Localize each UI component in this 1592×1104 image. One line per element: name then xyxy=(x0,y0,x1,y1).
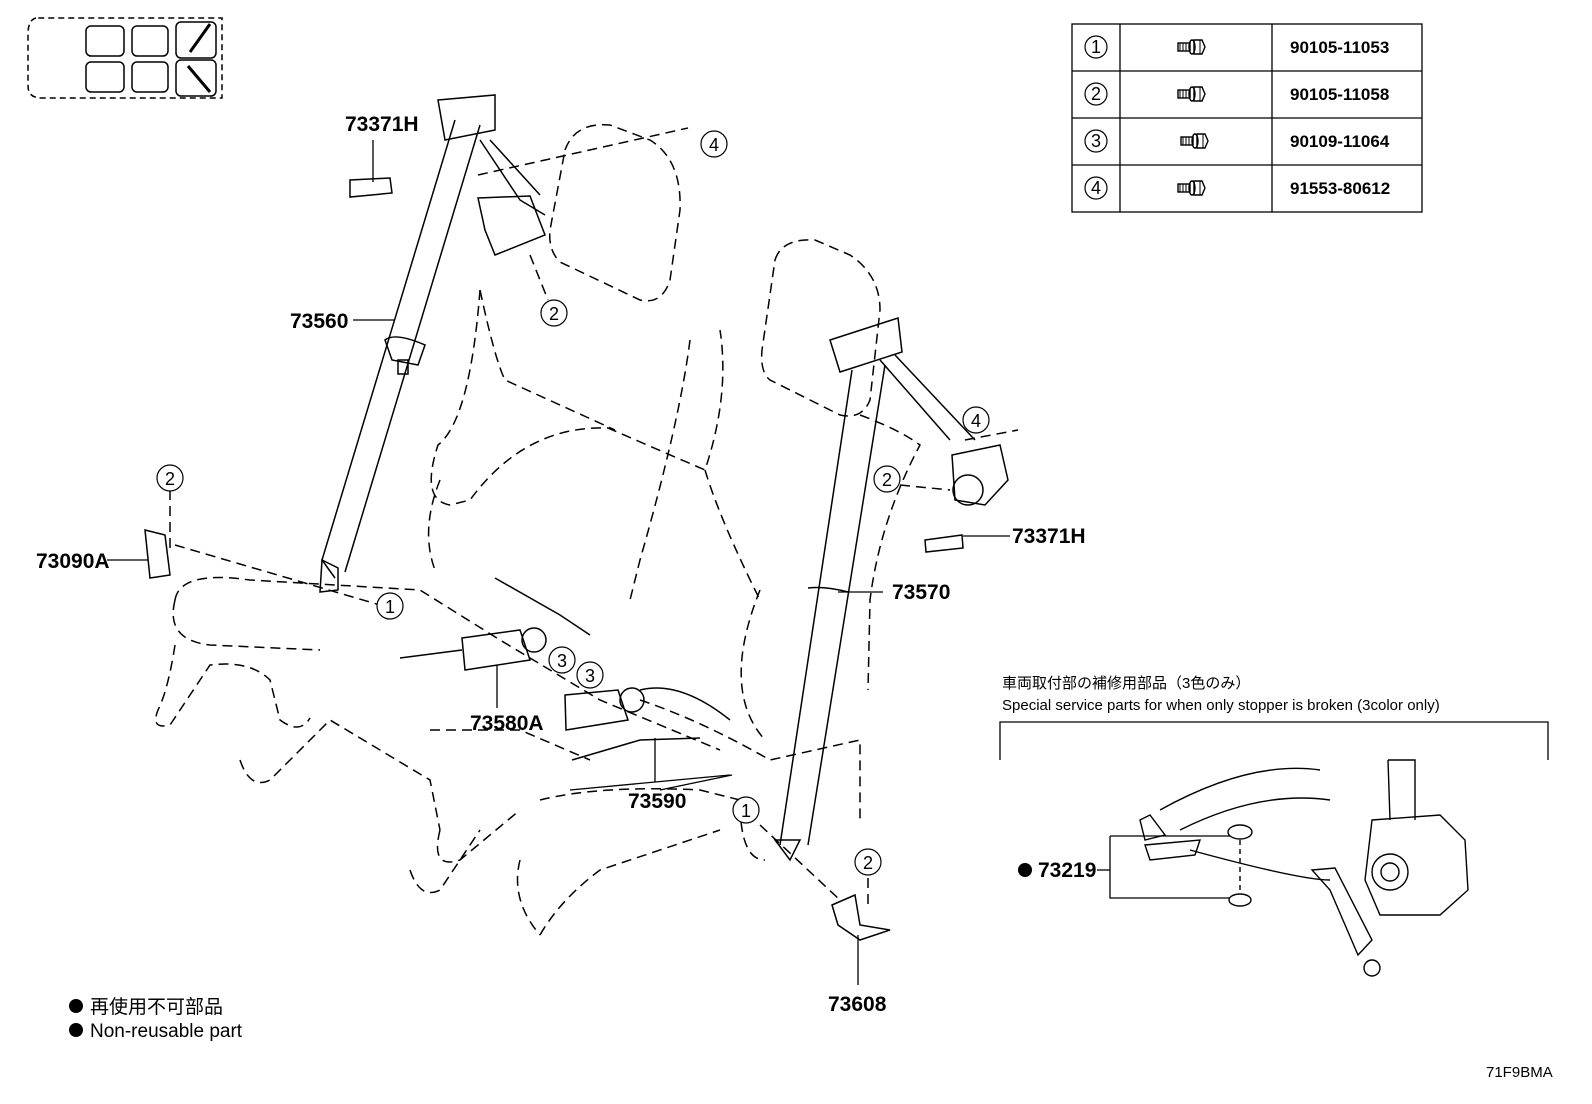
service-note-jp: 車両取付部の補修用部品（3色のみ） xyxy=(1002,675,1250,692)
stopper-detail xyxy=(1139,759,1469,977)
callout-73570: 73570 xyxy=(892,581,950,604)
service-note-en: Special service parts for when only stop… xyxy=(1002,697,1440,714)
fastener-ref: 2 xyxy=(540,299,568,327)
part-number: 90105-11058 xyxy=(1290,85,1389,104)
fastener-ref: 1 xyxy=(376,592,404,620)
right-seatbelt-assembly xyxy=(773,317,1009,862)
fastener-ref: 4 xyxy=(700,130,728,158)
legend-jp: 再使用不可部品 xyxy=(90,996,223,1018)
callout-73371h: 73371H xyxy=(1012,525,1086,548)
callout-73560: 73560 xyxy=(290,310,348,333)
non-reusable-marker xyxy=(1018,863,1032,877)
table-index: 2 xyxy=(1091,84,1101,104)
svg-text:1: 1 xyxy=(741,801,751,821)
vehicle-locator-icon xyxy=(27,17,223,99)
fastener-ref: 3 xyxy=(548,646,576,674)
part-number: 91553-80612 xyxy=(1290,179,1390,198)
svg-text:1: 1 xyxy=(385,597,395,617)
svg-text:2: 2 xyxy=(165,469,175,489)
callout-73580a: 73580A xyxy=(470,712,544,735)
svg-text:3: 3 xyxy=(557,651,567,671)
service-bracket xyxy=(999,721,1549,760)
table-row: 2 90105-11058 xyxy=(1084,82,1389,106)
legend-bullet xyxy=(69,999,83,1013)
fastener-ref: 2 xyxy=(156,464,184,492)
table-row: 1 90105-11053 xyxy=(1084,35,1389,59)
fastener-ref: 2 xyxy=(854,848,882,876)
table-index: 4 xyxy=(1091,178,1101,198)
legend-bullet xyxy=(69,1023,83,1037)
buckle-assemblies xyxy=(144,177,964,941)
svg-text:3: 3 xyxy=(585,666,595,686)
table-index: 3 xyxy=(1091,131,1101,151)
bolt-icon xyxy=(1180,133,1209,149)
bolt-icon xyxy=(1177,180,1206,196)
svg-text:2: 2 xyxy=(863,853,873,873)
callout-73371h: 73371H xyxy=(345,113,419,136)
table-row: 3 90109-11064 xyxy=(1084,129,1390,153)
table-index: 1 xyxy=(1091,37,1101,57)
table-row: 4 91553-80612 xyxy=(1084,176,1390,200)
bolt-icon xyxy=(1177,39,1206,55)
parts-table xyxy=(1071,23,1423,213)
diagram-code: 71F9BMA xyxy=(1486,1064,1553,1081)
svg-text:2: 2 xyxy=(549,304,559,324)
seat-outline xyxy=(155,123,1019,936)
leader-lines xyxy=(107,140,1230,985)
part-number: 90105-11053 xyxy=(1290,38,1389,57)
callout-73590: 73590 xyxy=(628,790,686,813)
bolt-icon xyxy=(1177,86,1206,102)
callout-73219: 73219 xyxy=(1038,859,1096,882)
fastener-ref: 2 xyxy=(873,465,901,493)
left-seatbelt-assembly xyxy=(319,94,546,593)
svg-text:2: 2 xyxy=(882,470,892,490)
callout-73090a: 73090A xyxy=(36,550,110,573)
part-number: 90109-11064 xyxy=(1290,132,1390,151)
svg-text:4: 4 xyxy=(971,411,981,431)
fastener-ref: 1 xyxy=(732,796,760,824)
svg-text:4: 4 xyxy=(709,135,719,155)
fastener-ref: 3 xyxy=(576,661,604,689)
callout-73608: 73608 xyxy=(828,993,887,1016)
legend-en: Non-reusable part xyxy=(90,1021,243,1042)
fastener-ref: 4 xyxy=(962,406,990,434)
